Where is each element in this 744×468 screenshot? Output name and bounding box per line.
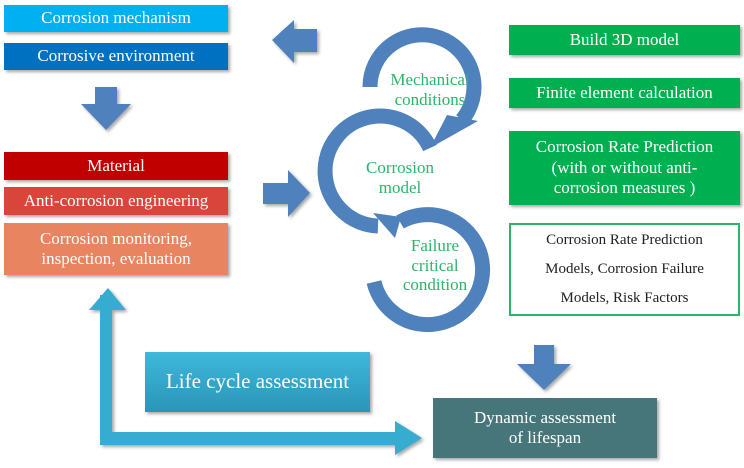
- cycle-arc-failure: [366, 207, 491, 333]
- dynamic-line2: of lifespan: [508, 428, 582, 447]
- models-line2: Models, Corrosion Failure: [545, 260, 704, 277]
- prediction-line3: corrosion measures ): [553, 178, 696, 198]
- cycle-arrowhead-2: [373, 213, 401, 238]
- loop-arrowhead-up: [89, 288, 126, 310]
- monitoring-line1: Corrosion monitoring,: [39, 228, 193, 248]
- prediction-line2: (with or without anti-: [551, 157, 698, 177]
- corrosion-model-line2: model: [378, 177, 422, 197]
- lifecycle-loop-arrow: [89, 288, 422, 455]
- arrow-left-icon: [272, 20, 317, 63]
- corrosion-monitoring-box: Corrosion monitoring, inspection, evalua…: [4, 223, 228, 275]
- arrow-right-icon: [263, 170, 310, 217]
- cycle-arc-mechanical: [362, 27, 482, 125]
- prediction-models-box: Corrosion Rate Prediction Models, Corros…: [509, 223, 740, 316]
- corrosive-environment-box: Corrosive environment: [4, 43, 228, 70]
- failure-line1: Failure: [410, 236, 460, 255]
- corrosion-mechanism-box: Corrosion mechanism: [4, 5, 228, 32]
- failure-line2: critical: [411, 255, 459, 275]
- finite-element-calculation-box: Finite element calculation: [509, 78, 740, 108]
- arrow-down-icon: [81, 87, 131, 130]
- cycle-arrowhead-1: [430, 115, 478, 148]
- models-line1: Corrosion Rate Prediction: [546, 231, 703, 248]
- models-line3: Models, Risk Factors: [560, 290, 689, 307]
- failure-line3: condition: [402, 275, 468, 295]
- material-box: Material: [4, 152, 228, 180]
- arrow-down-to-dynamic-icon: [517, 345, 571, 390]
- cycle-arrows: [317, 27, 491, 333]
- anti-corrosion-engineering-box: Anti-corrosion engineering: [4, 187, 228, 215]
- cycle-node-failure: Failure critical condition: [395, 236, 475, 295]
- prediction-line1: Corrosion Rate Prediction: [535, 137, 714, 157]
- dynamic-line1: Dynamic assessment: [473, 407, 617, 427]
- mechanical-line1: Mechanical: [390, 70, 470, 89]
- cycle-node-mechanical: Mechanical conditions: [382, 70, 478, 109]
- build-3d-model-box: Build 3D model: [509, 25, 740, 55]
- dynamic-assessment-box: Dynamic assessment of lifespan: [433, 398, 657, 458]
- corrosion-rate-prediction-box: Corrosion Rate Prediction (with or witho…: [509, 131, 740, 205]
- corrosion-model-line1: Corrosion: [366, 158, 434, 177]
- life-cycle-assessment-box: Life cycle assessment: [145, 352, 370, 412]
- monitoring-line2: inspection, evaluation: [41, 249, 191, 268]
- cycle-arc-corrosion: [317, 108, 437, 234]
- mechanical-line2: conditions: [394, 89, 466, 109]
- cycle-node-corrosion-model: Corrosion model: [350, 158, 450, 197]
